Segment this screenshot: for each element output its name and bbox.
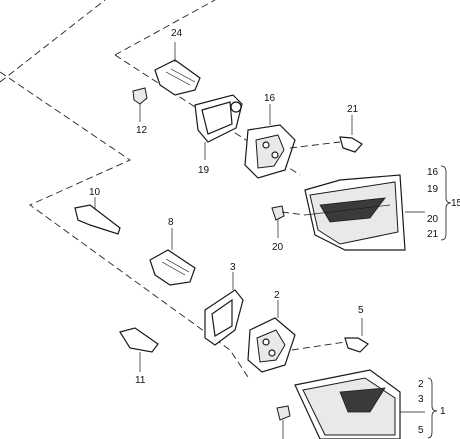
group-15-label: 15 [451,198,460,209]
bulb-part-5 [291,318,369,353]
group-1-item-2: 2 [418,379,424,390]
group-15-item-21: 21 [427,229,439,240]
group-1-item-5: 5 [418,425,424,436]
group-15-item-16: 16 [427,167,439,178]
group-1-label: 1 [440,406,446,417]
callout-11: 11 [135,375,146,386]
bulb-holder-part-16 [244,104,296,179]
connector-part-24 [154,42,201,96]
group-1-brace: 2 3 5 1 [418,377,446,439]
callout-19: 19 [198,165,210,176]
callout-16: 16 [264,93,276,104]
gasket-part-19 [194,94,243,160]
group-15-item-19: 19 [427,184,439,195]
callout-12: 12 [136,125,148,136]
bulb-part-21 [289,115,363,153]
sensor-part-11 [119,327,159,372]
gasket-part-3 [204,272,244,346]
callout-labels: 24 12 16 21 19 10 8 20 3 2 5 11 [89,28,364,386]
sensor-part-10 [74,197,121,235]
callout-5: 5 [358,305,364,316]
connector-part-8 [149,228,196,286]
inner-tail-lamp-part-15 [304,174,425,251]
group-15-item-20: 20 [427,214,439,225]
assembly-dashed-lines [0,0,301,381]
callout-24: 24 [171,28,183,39]
group-1-item-3: 3 [418,394,424,405]
callout-3: 3 [230,262,236,273]
callout-20: 20 [272,242,284,253]
callout-10: 10 [89,187,101,198]
callout-2: 2 [274,290,280,301]
outer-tail-lamp-part-1 [294,369,425,439]
callout-21: 21 [347,104,359,115]
screw-part-20 [271,205,306,238]
group-15-brace: 16 19 20 21 15 [427,165,460,241]
screw-lower [276,405,291,439]
callout-8: 8 [168,217,174,228]
bulb-holder-part-2 [247,300,296,373]
clip-part-12 [132,87,148,122]
